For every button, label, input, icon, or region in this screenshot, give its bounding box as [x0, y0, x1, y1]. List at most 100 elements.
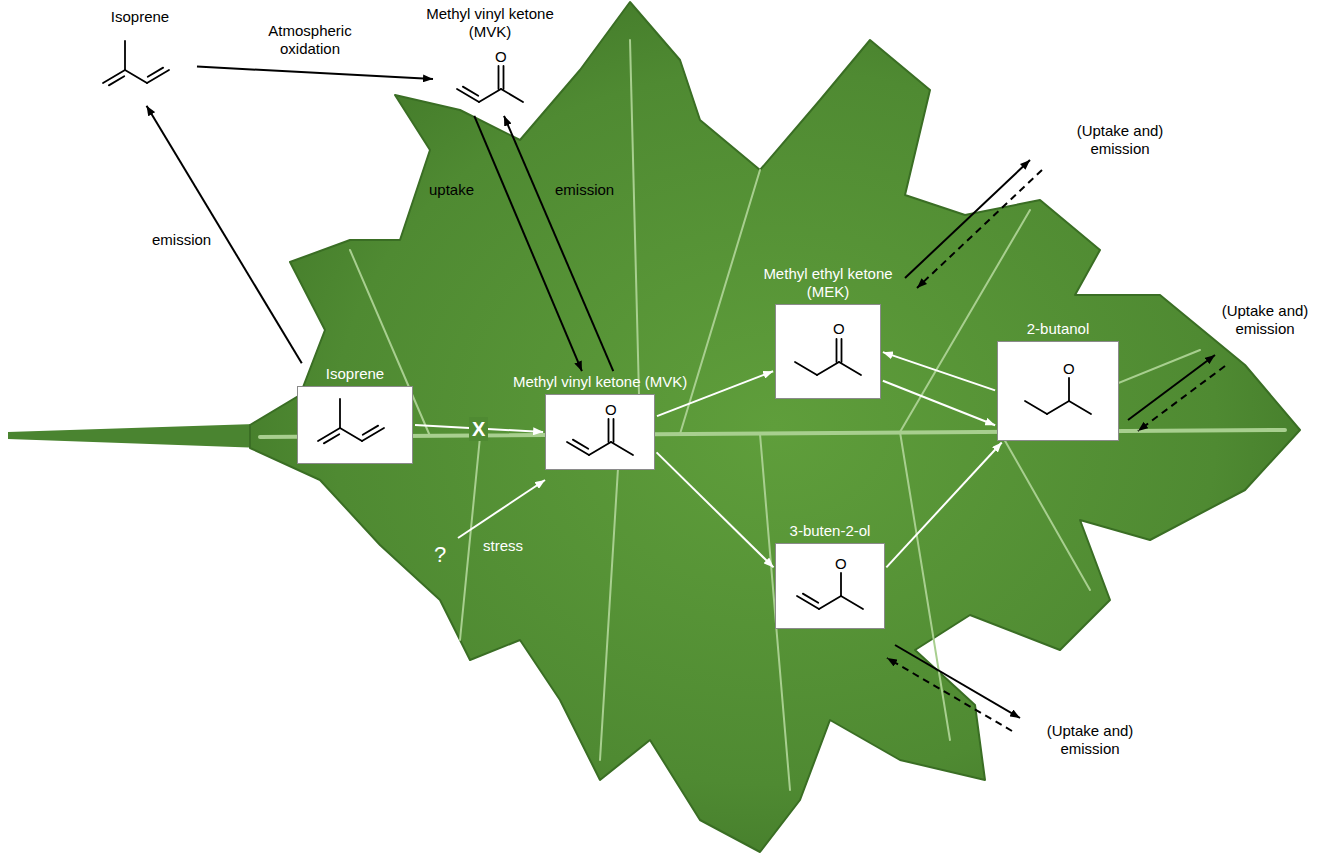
chemical-bond: [797, 596, 819, 609]
chemical-bond: [817, 362, 839, 375]
atom-symbol: O: [495, 49, 507, 64]
chemical-bond: [836, 339, 838, 362]
structure-box: O: [997, 341, 1119, 441]
annotation-label: (Uptake and) emission: [1065, 122, 1175, 158]
chemical-bond: [567, 442, 589, 455]
side-vein: [1000, 432, 1090, 590]
chemical-bond: [803, 594, 818, 603]
chemical-bond: [573, 440, 588, 449]
pathway-arrow: [657, 452, 774, 567]
arrow-label: emission: [555, 181, 614, 199]
chemical-bond: [103, 70, 125, 83]
structure-box: O: [775, 304, 881, 399]
leaf-veins: [260, 40, 1285, 790]
uptake-arrow-dashed: [1138, 366, 1225, 431]
leaf-blade: [250, 2, 1300, 852]
uptake-arrow-dashed: [917, 170, 1042, 288]
pathway-arrow: [886, 442, 1001, 567]
structure-box: O: [435, 44, 545, 114]
chemical-bond: [363, 426, 378, 435]
compound-name: Methyl vinyl ketone (MVK): [415, 5, 565, 41]
atom-symbol: O: [605, 402, 617, 417]
annotation-label: (Uptake and) emission: [1035, 722, 1145, 758]
compound-name: Isoprene: [111, 8, 169, 26]
compound-name: Isoprene: [326, 365, 384, 383]
midrib: [260, 430, 1285, 437]
structural-formula: [435, 39, 545, 119]
chemical-bond: [589, 442, 611, 455]
emission-arrow: [905, 160, 1030, 278]
compound-name: 3-buten-2-ol: [790, 522, 871, 540]
chemical-bond: [109, 76, 124, 85]
structural-formula: [775, 546, 885, 626]
arrow-label: X: [469, 417, 488, 441]
structure-box: [85, 29, 195, 104]
atom-symbol: O: [833, 321, 845, 336]
molecule-node: Methyl vinyl ketone (MVK) O: [415, 5, 565, 114]
chemical-bond: [147, 70, 169, 83]
chemical-bond: [503, 66, 505, 89]
chemical-bond: [463, 87, 478, 96]
pathway-arrow: [474, 116, 582, 371]
structural-formula: [85, 27, 195, 107]
molecule-node: 3-buten-2-olO: [775, 522, 885, 629]
chemical-bond: [125, 70, 147, 83]
side-vein: [900, 432, 950, 740]
chemical-bond: [479, 89, 501, 102]
chemical-bond: [318, 428, 340, 441]
chemical-bond: [608, 419, 610, 442]
structure-box: O: [775, 543, 885, 629]
pathway-arrow: [147, 106, 302, 364]
chemical-bond: [1025, 401, 1047, 414]
uptake-arrow-dashed: [887, 658, 1012, 731]
structural-formula: [1003, 351, 1113, 431]
structure-box: O: [545, 394, 655, 470]
chemical-bond: [340, 428, 362, 441]
chemical-bond: [840, 573, 842, 596]
pathway-arrow: [883, 381, 995, 426]
chemical-bond: [339, 399, 341, 428]
chemical-bond: [1047, 401, 1069, 414]
side-vein: [460, 437, 480, 640]
emission-arrow: [1128, 355, 1215, 420]
pathway-arrow: [883, 352, 995, 390]
structural-formula: [300, 385, 410, 465]
pathway-arrow: [504, 116, 613, 371]
arrow-label: Atmospheric oxidation: [250, 22, 370, 58]
chemical-bond: [841, 339, 843, 362]
chemical-bond: [839, 362, 861, 375]
molecule-node: Methyl vinyl ketone (MVK) O: [513, 373, 687, 470]
chemical-bond: [501, 89, 523, 102]
chemical-bond: [362, 428, 384, 441]
side-vein: [600, 436, 620, 760]
atom-symbol: O: [1063, 361, 1075, 376]
chemical-bond: [148, 67, 163, 76]
annotation-label: ?: [434, 542, 446, 568]
molecule-node: Isoprene: [85, 8, 195, 104]
chemical-bond: [613, 419, 615, 442]
chemical-bond: [819, 596, 841, 609]
compound-name: 2-butanol: [1027, 320, 1090, 338]
leaf-stem: [8, 424, 262, 448]
annotation-label: (Uptake and) emission: [1210, 302, 1320, 338]
chemical-bond: [1069, 401, 1091, 414]
chemical-bond: [457, 89, 479, 102]
molecule-node: Isoprene: [297, 365, 413, 464]
arrow-label: emission: [152, 231, 211, 249]
compound-name: Methyl vinyl ketone (MVK): [513, 373, 687, 391]
side-vein: [680, 170, 760, 434]
chemical-bond: [324, 434, 339, 443]
annotation-label: stress: [483, 537, 523, 555]
pathway-arrow: [197, 67, 433, 79]
stress-arrow: [458, 480, 545, 538]
structural-formula: [545, 392, 655, 472]
arrow-label: uptake: [429, 181, 474, 199]
chemical-bond: [124, 41, 126, 70]
chemical-bond: [795, 362, 817, 375]
atom-symbol: O: [835, 556, 847, 571]
emission-arrow: [895, 645, 1020, 718]
molecule-node: Methyl ethyl ketone (MEK)O: [753, 265, 903, 399]
chemical-bond: [1068, 378, 1070, 401]
chemical-bond: [498, 66, 500, 89]
